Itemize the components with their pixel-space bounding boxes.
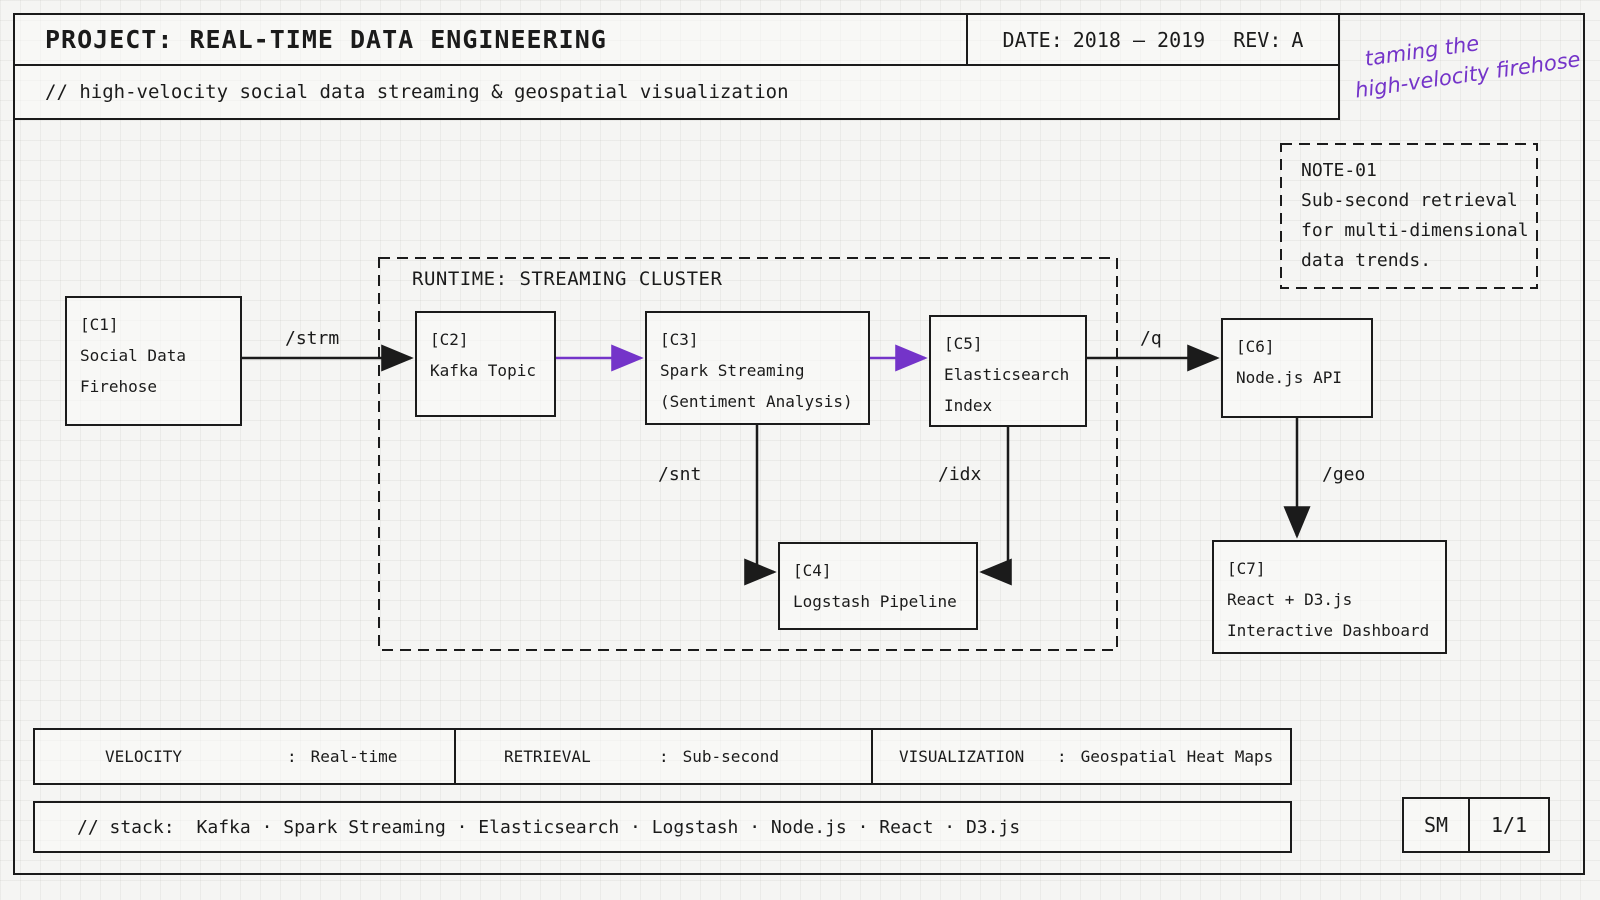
rev-label: REV: (1233, 27, 1282, 52)
component-line: Kafka Topic (430, 361, 536, 380)
spec-separator: : (659, 747, 669, 766)
component-c6-nodejs-api: [C6] Node.js API (1221, 318, 1373, 418)
sheet-scale: SM (1404, 799, 1470, 851)
stack-bar: // stack: Kafka · Spark Streaming · Elas… (33, 801, 1292, 853)
component-id: [C2] (430, 330, 469, 349)
date-value: 2018 — 2019 (1072, 27, 1206, 52)
component-c5-elasticsearch-index: [C5] Elasticsearch Index (929, 315, 1087, 427)
spec-label: RETRIEVAL (504, 747, 591, 766)
component-id: [C5] (944, 334, 983, 353)
spec-value: Sub-second (682, 747, 779, 766)
component-c1-social-data-firehose: [C1] Social Data Firehose (65, 296, 242, 426)
note-id: NOTE-01 (1301, 160, 1377, 181)
title-row: PROJECT: REAL-TIME DATA ENGINEERING DATE… (15, 15, 1338, 66)
component-id: [C6] (1236, 337, 1275, 356)
note-box: NOTE-01 Sub-second retrieval for multi-d… (1281, 144, 1537, 288)
spec-velocity: VELOCITY : Real-time (35, 730, 454, 783)
edge-label-snt: /snt (658, 464, 702, 485)
sheet-info-box: SM 1/1 (1402, 797, 1550, 853)
stack-items: Kafka · Spark Streaming · Elasticsearch … (196, 816, 1021, 838)
spec-bar: VELOCITY : Real-time RETRIEVAL : Sub-sec… (33, 728, 1292, 785)
spec-separator: : (1057, 747, 1067, 766)
spec-separator: : (287, 747, 297, 766)
note-line: data trends. (1301, 250, 1432, 271)
component-line: Logstash Pipeline (793, 592, 957, 611)
title-block: PROJECT: REAL-TIME DATA ENGINEERING DATE… (13, 13, 1340, 120)
date-rev-cell: DATE: 2018 — 2019 REV: A (966, 15, 1338, 64)
project-title: PROJECT: REAL-TIME DATA ENGINEERING (45, 25, 607, 54)
stack-prefix: // stack: (77, 816, 175, 838)
edge-label-q: /q (1140, 328, 1162, 349)
component-line: Index (944, 396, 993, 415)
component-line: Interactive Dashboard (1227, 621, 1430, 640)
component-id: [C7] (1227, 559, 1266, 578)
component-id: [C3] (660, 330, 699, 349)
component-c7-react-d3-dashboard: [C7] React + D3.js Interactive Dashboard (1212, 540, 1447, 654)
note-line: for multi-dimensional (1301, 220, 1529, 241)
note-line: Sub-second retrieval (1301, 190, 1518, 211)
component-id: [C4] (793, 561, 832, 580)
component-id: [C1] (80, 315, 119, 334)
edge-label-strm: /strm (285, 328, 340, 349)
date-label: DATE: (1002, 27, 1063, 52)
spec-value: Geospatial Heat Maps (1080, 747, 1274, 766)
sheet-page-number: 1/1 (1490, 813, 1528, 837)
spec-retrieval: RETRIEVAL : Sub-second (454, 730, 871, 783)
spec-visualization: VISUALIZATION : Geospatial Heat Maps (871, 730, 1290, 783)
component-c4-logstash-pipeline: [C4] Logstash Pipeline (778, 542, 978, 630)
cluster-label: RUNTIME: STREAMING CLUSTER (412, 268, 723, 290)
spec-label: VISUALIZATION (899, 747, 1025, 766)
component-line: Node.js API (1236, 368, 1342, 387)
component-line: Firehose (80, 377, 158, 396)
component-line: React + D3.js (1227, 590, 1353, 609)
component-line: Elasticsearch (944, 365, 1070, 384)
edge-label-geo: /geo (1322, 464, 1366, 485)
component-c2-kafka-topic: [C2] Kafka Topic (415, 311, 556, 417)
edge-label-idx: /idx (938, 464, 982, 485)
component-line: Spark Streaming (660, 361, 805, 380)
rev-value: A (1291, 27, 1304, 52)
component-line: (Sentiment Analysis) (660, 392, 853, 411)
component-line: Social Data (80, 346, 186, 365)
project-subtitle: // high-velocity social data streaming &… (45, 81, 789, 103)
component-c3-spark-streaming: [C3] Spark Streaming (Sentiment Analysis… (645, 311, 870, 425)
spec-value: Real-time (310, 747, 398, 766)
spec-label: VELOCITY (105, 747, 183, 766)
